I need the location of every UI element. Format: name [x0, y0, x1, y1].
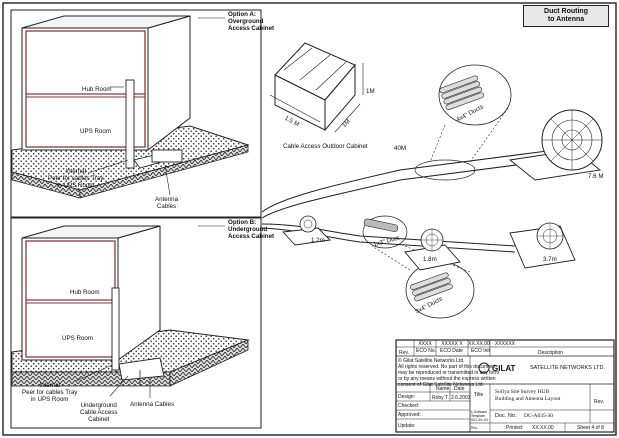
- duct-route: [261, 64, 556, 319]
- tb-col-rev: Rev.: [399, 350, 409, 356]
- option-a-peer-line2: Peer for cables Tray: [48, 175, 104, 182]
- panel-option-a: [10, 9, 262, 218]
- option-a-title: Option A: Overground Access Cabinet: [228, 11, 274, 32]
- tb-copyright-line: consent of Gilat Satellite Networks Ltd.: [398, 382, 484, 388]
- panel-option-b: [10, 217, 262, 429]
- tb-sheet: Sheet 4 of 8: [577, 425, 604, 431]
- option-a-title-line2: Overground: [228, 18, 264, 25]
- option-a-peer-line1: Internal: [65, 168, 86, 175]
- option-a-ups-room-label: UPS Room: [80, 128, 111, 135]
- option-a-peer-line3: in UPS Room: [56, 182, 95, 189]
- option-a-title-line1: Option A:: [228, 11, 256, 18]
- building-option-a: [11, 15, 250, 199]
- outdoor-cabinet: [269, 42, 364, 133]
- tb-copyright-line: All rights reserved. No part of this doc…: [398, 364, 496, 370]
- option-a-antenna-cables-line2: Cables: [156, 203, 177, 210]
- building-option-b: [11, 225, 250, 387]
- tb-row-checked: Checked:: [398, 403, 420, 409]
- option-b-title-line2: Underground: [228, 226, 268, 233]
- tb-col-eco-date: ECO Date: [440, 348, 463, 354]
- antenna-3-7m-label: 3.7m: [543, 256, 557, 263]
- option-b-underground-line3: Cabinet: [88, 416, 110, 423]
- leader-lines-left: [75, 17, 225, 398]
- tb-sw-label: s-Software Template: ISO-XX-XX: [471, 410, 489, 422]
- antenna-1-2m: [282, 215, 331, 246]
- tb-design-date: 2.6.2003: [451, 395, 471, 401]
- tb-row-approved: Approved:: [398, 412, 421, 418]
- tb-title-line1: Sofiya Site Survey HUB: [495, 389, 550, 395]
- option-b-peer-line1: Internal: [39, 382, 60, 389]
- tb-sw-label-line: ISO-XX-XX: [471, 417, 489, 422]
- option-b-ups-room-label: UPS Room: [62, 335, 93, 342]
- tb-sw-label-line: Template:: [471, 413, 486, 418]
- option-b-underground-line1: Underground: [80, 402, 117, 409]
- option-a-title-line3: Access Cabinet: [228, 25, 275, 32]
- option-a-antenna-cables-line1: Antenna: [155, 196, 179, 203]
- option-b-title-line3: Access Cabinet: [228, 233, 275, 240]
- tb-title-line2: Building and Antenna Layout: [495, 396, 561, 402]
- antenna-7-6m-label: 7.6 M: [588, 173, 604, 180]
- option-b-antenna-cables-label: Antenna Cables: [130, 401, 175, 408]
- tb-copyright-line: or by any means without the express writ…: [398, 376, 496, 382]
- tb-doc-no: DC-A035-30: [524, 413, 554, 419]
- diagram-title: Duct Routing to Antenna: [523, 5, 609, 27]
- antenna-1-8m: [404, 228, 461, 271]
- tb-company-name: SATELLITE NETWORKS LTD.: [530, 365, 605, 371]
- option-b-peer-line3: in UPS Room: [30, 396, 69, 403]
- tb-col-description: Description: [538, 350, 564, 356]
- tb-design-name: Roby T.: [432, 395, 449, 401]
- option-a-hub-room-label: Hub Room: [82, 86, 112, 93]
- tb-rev-label: Rev.: [594, 399, 604, 405]
- tb-company-logo: GILAT: [492, 364, 516, 373]
- option-b-peer-label: Internal Peer for cables Tray in UPS Roo…: [22, 382, 77, 403]
- antenna-3-7m: [509, 222, 576, 269]
- antenna-7-6m: [508, 109, 603, 181]
- diagram-title-line1: Duct Routing: [544, 8, 588, 15]
- cabinet-caption: Cable Access Outdoor Cabinet: [283, 143, 368, 150]
- tb-col-eco: ECO No.: [416, 348, 437, 354]
- option-a-peer-label: Internal Peer for cables Tray in UPS Roo…: [48, 168, 103, 189]
- tb-eco-header: XXXXX X: [441, 341, 463, 347]
- option-b-hub-room-label: Hub Room: [70, 289, 100, 296]
- tb-sw-label-line: s-Software: [471, 410, 488, 414]
- gilat-logo-icon: [478, 362, 490, 374]
- option-a-antenna-cables-label: Antenna Cables: [155, 196, 178, 210]
- tb-printed-value: XX.XX.00: [532, 425, 554, 431]
- tb-copyright-line: may be reproduced or transmitted in any …: [398, 370, 500, 376]
- tb-title-label: Title: [474, 392, 484, 398]
- tb-doc-label: Doc. No.: [495, 413, 517, 419]
- tb-copyright: © Gilat Satellite Networks Ltd. All righ…: [398, 358, 499, 388]
- option-b-underground-label: Underground Cable Access Cabinet: [80, 402, 118, 423]
- tb-printed-label: Printed:: [506, 425, 524, 431]
- antenna-1-8m-label: 1.8m: [423, 256, 437, 263]
- option-b-underground-line2: Cable Access: [80, 409, 118, 416]
- tb-desc-header: XXXXXX: [495, 341, 516, 347]
- tb-rev-header: XXXX: [418, 341, 432, 347]
- tb-copyright-line: © Gilat Satellite Networks Ltd.: [398, 358, 465, 364]
- cabinet-height-label: 1M: [366, 88, 375, 95]
- tb-date-header: XX.XX.00: [468, 341, 490, 347]
- antenna-1-2m-label: 1.2m: [311, 237, 325, 244]
- tb-row-update: Update:: [398, 423, 416, 429]
- option-b-title: Option B: Underground Access Cabinet: [228, 219, 274, 240]
- tb-row-name: Name: [436, 386, 450, 392]
- title-block: [395, 339, 615, 433]
- tb-col-eco-init: ECO Init: [471, 348, 490, 354]
- diagram-title-line2: to Antenna: [547, 16, 585, 23]
- tb-row-design: Design:: [398, 394, 415, 400]
- distance-40m-label: 40M: [394, 145, 407, 152]
- tb-row-date: Date: [454, 386, 465, 392]
- tb-sw-rev: Rev.: [471, 426, 478, 430]
- option-b-title-line1: Option B:: [228, 219, 257, 226]
- option-b-peer-line2: Peer for cables Tray: [22, 389, 78, 396]
